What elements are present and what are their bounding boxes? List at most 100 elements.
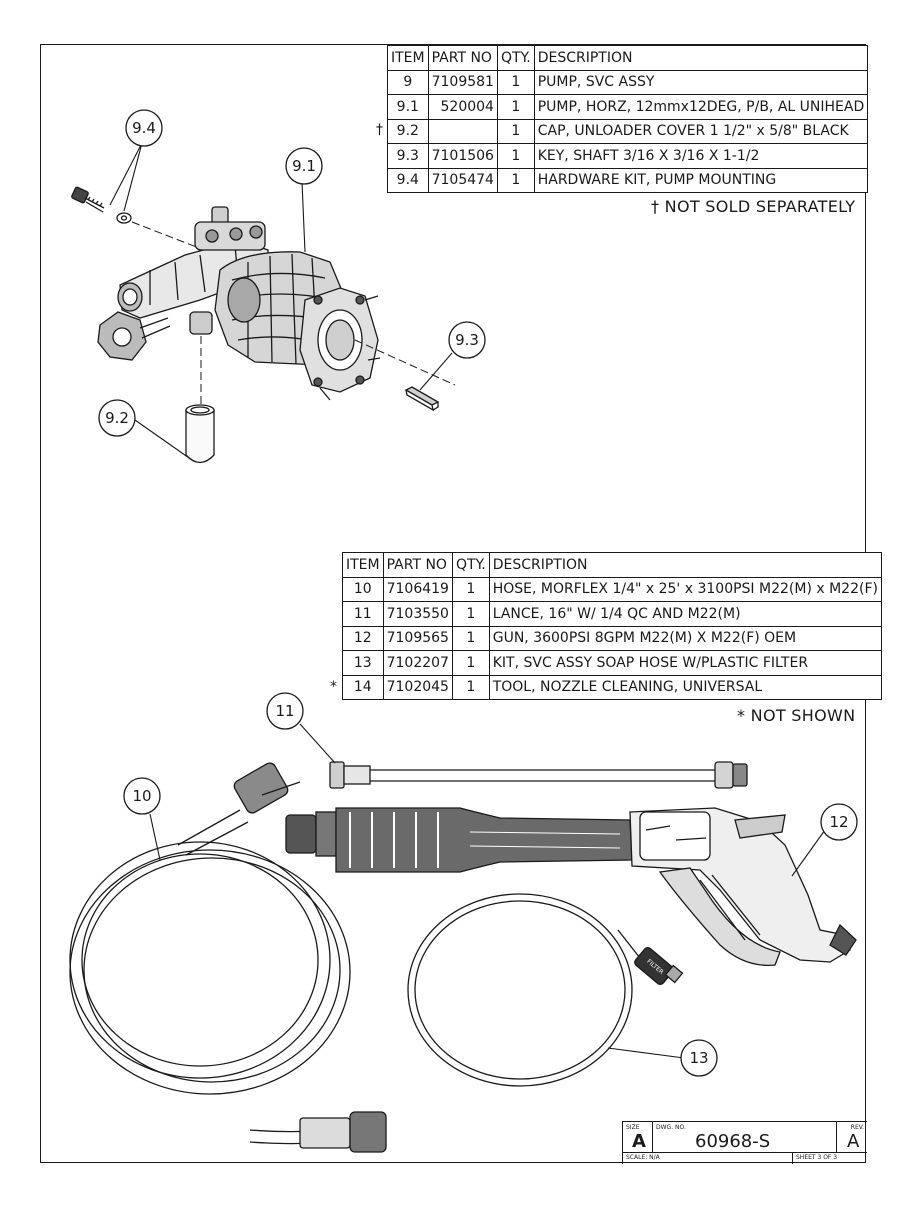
- bom-row: 10 7106419 1 HOSE, MORFLEX 1/4" x 25' x …: [342, 576, 882, 602]
- part-cell: 7109565: [382, 625, 453, 651]
- part-cell: 7101506: [427, 143, 498, 169]
- bom-row: 9 7109581 1 PUMP, SVC ASSY: [387, 69, 869, 95]
- header-qty: QTY.: [451, 552, 490, 578]
- not-shown-note: * NOT SHOWN: [737, 706, 856, 725]
- revision-cell: REV. A: [837, 1122, 867, 1153]
- item-cell: 14: [342, 674, 384, 700]
- balloon-10: 10: [132, 787, 151, 805]
- qty-cell: 1: [496, 94, 535, 120]
- qty-cell: 1: [451, 576, 490, 602]
- balloon-12: 12: [829, 813, 848, 831]
- qty-cell: 1: [496, 69, 535, 95]
- bom-row: 9.1 520004 1 PUMP, HORZ, 12mmx12DEG, P/B…: [387, 94, 869, 120]
- unloader-cap: [185, 404, 215, 464]
- not-shown-mark: *: [330, 679, 337, 695]
- desc-cell: HOSE, MORFLEX 1/4" x 25' x 3100PSI M22(M…: [488, 576, 882, 602]
- sheet-cell: SHEET 3 OF 3: [793, 1153, 867, 1164]
- item-cell: 9.1: [387, 94, 429, 120]
- item-cell: 9: [387, 69, 429, 95]
- bom-row: 9.2 1 CAP, UNLOADER COVER 1 1/2" x 5/8" …: [387, 118, 869, 144]
- header-qty: QTY.: [496, 45, 535, 71]
- desc-cell: HARDWARE KIT, PUMP MOUNTING: [533, 167, 869, 193]
- qty-cell: 1: [451, 625, 490, 651]
- balloon-9-3: 9.3: [455, 331, 479, 349]
- desc-cell: KEY, SHAFT 3/16 X 3/16 X 1-1/2: [533, 143, 869, 169]
- bom-row: 12 7109565 1 GUN, 3600PSI 8GPM M22(M) X …: [342, 625, 882, 651]
- balloon-13: 13: [689, 1049, 708, 1067]
- balloon-circles: [98, 109, 858, 1077]
- drawing-number: 60968-S: [695, 1131, 771, 1152]
- part-cell: 7109581: [427, 69, 498, 95]
- title-block: SIZE A DWG. NO. 60968-S REV. A SCALE: N/…: [622, 1121, 867, 1164]
- qty-cell: 1: [496, 167, 535, 193]
- pump-assembly: [71, 186, 456, 405]
- part-cell: 7105474: [427, 167, 498, 193]
- desc-cell: CAP, UNLOADER COVER 1 1/2" x 5/8" BLACK: [533, 118, 869, 144]
- qty-cell: 1: [451, 601, 490, 627]
- sheet-text: SHEET 3 OF 3: [796, 1154, 838, 1161]
- bom-row: 9.3 7101506 1 KEY, SHAFT 3/16 X 3/16 X 1…: [387, 143, 869, 169]
- size-value: A: [632, 1131, 646, 1152]
- scale-cell: SCALE: N/A: [623, 1153, 793, 1164]
- part-cell: 7106419: [382, 576, 453, 602]
- scale-text: SCALE: N/A: [626, 1154, 660, 1161]
- balloon-9-1: 9.1: [292, 157, 316, 175]
- header-item: ITEM: [387, 45, 429, 71]
- bom-row: 14 7102045 1 TOOL, NOZZLE CLEANING, UNIV…: [342, 674, 882, 700]
- revision-value: A: [847, 1131, 860, 1152]
- not-sold-separately-mark: †: [376, 122, 383, 138]
- bom-header-row: ITEM PART NO QTY. DESCRIPTION: [387, 45, 869, 71]
- balloon-9-4: 9.4: [132, 119, 156, 137]
- size-cell: SIZE A: [623, 1122, 653, 1153]
- bom-row: 11 7103550 1 LANCE, 16" W/ 1/4 QC AND M2…: [342, 601, 882, 627]
- qty-cell: 1: [451, 650, 490, 676]
- balloon-9-2: 9.2: [105, 409, 129, 427]
- dwg-caption: DWG. NO.: [656, 1124, 686, 1131]
- qty-cell: 1: [451, 674, 490, 700]
- desc-cell: GUN, 3600PSI 8GPM M22(M) X M22(F) OEM: [488, 625, 882, 651]
- header-part-no: PART NO: [427, 45, 498, 71]
- bom-row: 9.4 7105474 1 HARDWARE KIT, PUMP MOUNTIN…: [387, 167, 869, 193]
- part-cell: 7103550: [382, 601, 453, 627]
- shaft-key: [404, 386, 440, 412]
- desc-cell: PUMP, SVC ASSY: [533, 69, 869, 95]
- item-cell: 12: [342, 625, 384, 651]
- header-part-no: PART NO: [382, 552, 453, 578]
- mounting-bolt: [71, 186, 105, 213]
- bom-row: 13 7102207 1 KIT, SVC ASSY SOAP HOSE W/P…: [342, 650, 882, 676]
- item-cell: 13: [342, 650, 384, 676]
- bom-table-accessories: ITEM PART NO QTY. DESCRIPTION 10 7106419…: [342, 552, 882, 700]
- desc-cell: TOOL, NOZZLE CLEANING, UNIVERSAL: [488, 674, 882, 700]
- item-cell: 11: [342, 601, 384, 627]
- rev-caption: REV.: [850, 1124, 864, 1131]
- item-cell: 9.4: [387, 167, 429, 193]
- item-cell: 9.2: [387, 118, 429, 144]
- part-cell: 520004: [427, 94, 498, 120]
- size-caption: SIZE: [626, 1124, 640, 1131]
- qty-cell: 1: [496, 118, 535, 144]
- qty-cell: 1: [496, 143, 535, 169]
- soap-hose: [407, 893, 684, 1087]
- pressure-hose: [69, 762, 387, 1153]
- header-item: ITEM: [342, 552, 384, 578]
- desc-cell: LANCE, 16" W/ 1/4 QC AND M22(M): [488, 601, 882, 627]
- bom-table-pump: ITEM PART NO QTY. DESCRIPTION 9 7109581 …: [387, 45, 869, 193]
- part-cell: 7102207: [382, 650, 453, 676]
- part-cell: 7102045: [382, 674, 453, 700]
- part-cell: [427, 118, 498, 144]
- lance: [329, 761, 748, 789]
- washer: [116, 212, 132, 224]
- drawing-number-cell: DWG. NO. 60968-S: [653, 1122, 837, 1153]
- balloon-11: 11: [275, 702, 294, 720]
- header-description: DESCRIPTION: [533, 45, 869, 71]
- bom-header-row: ITEM PART NO QTY. DESCRIPTION: [342, 552, 882, 578]
- desc-cell: KIT, SVC ASSY SOAP HOSE W/PLASTIC FILTER: [488, 650, 882, 676]
- item-cell: 10: [342, 576, 384, 602]
- desc-cell: PUMP, HORZ, 12mmx12DEG, P/B, AL UNIHEAD: [533, 94, 869, 120]
- spray-gun: [285, 807, 857, 966]
- balloon-leaders: [109, 142, 826, 1059]
- header-description: DESCRIPTION: [488, 552, 882, 578]
- item-cell: 9.3: [387, 143, 429, 169]
- not-sold-separately-note: † NOT SOLD SEPARATELY: [651, 197, 856, 216]
